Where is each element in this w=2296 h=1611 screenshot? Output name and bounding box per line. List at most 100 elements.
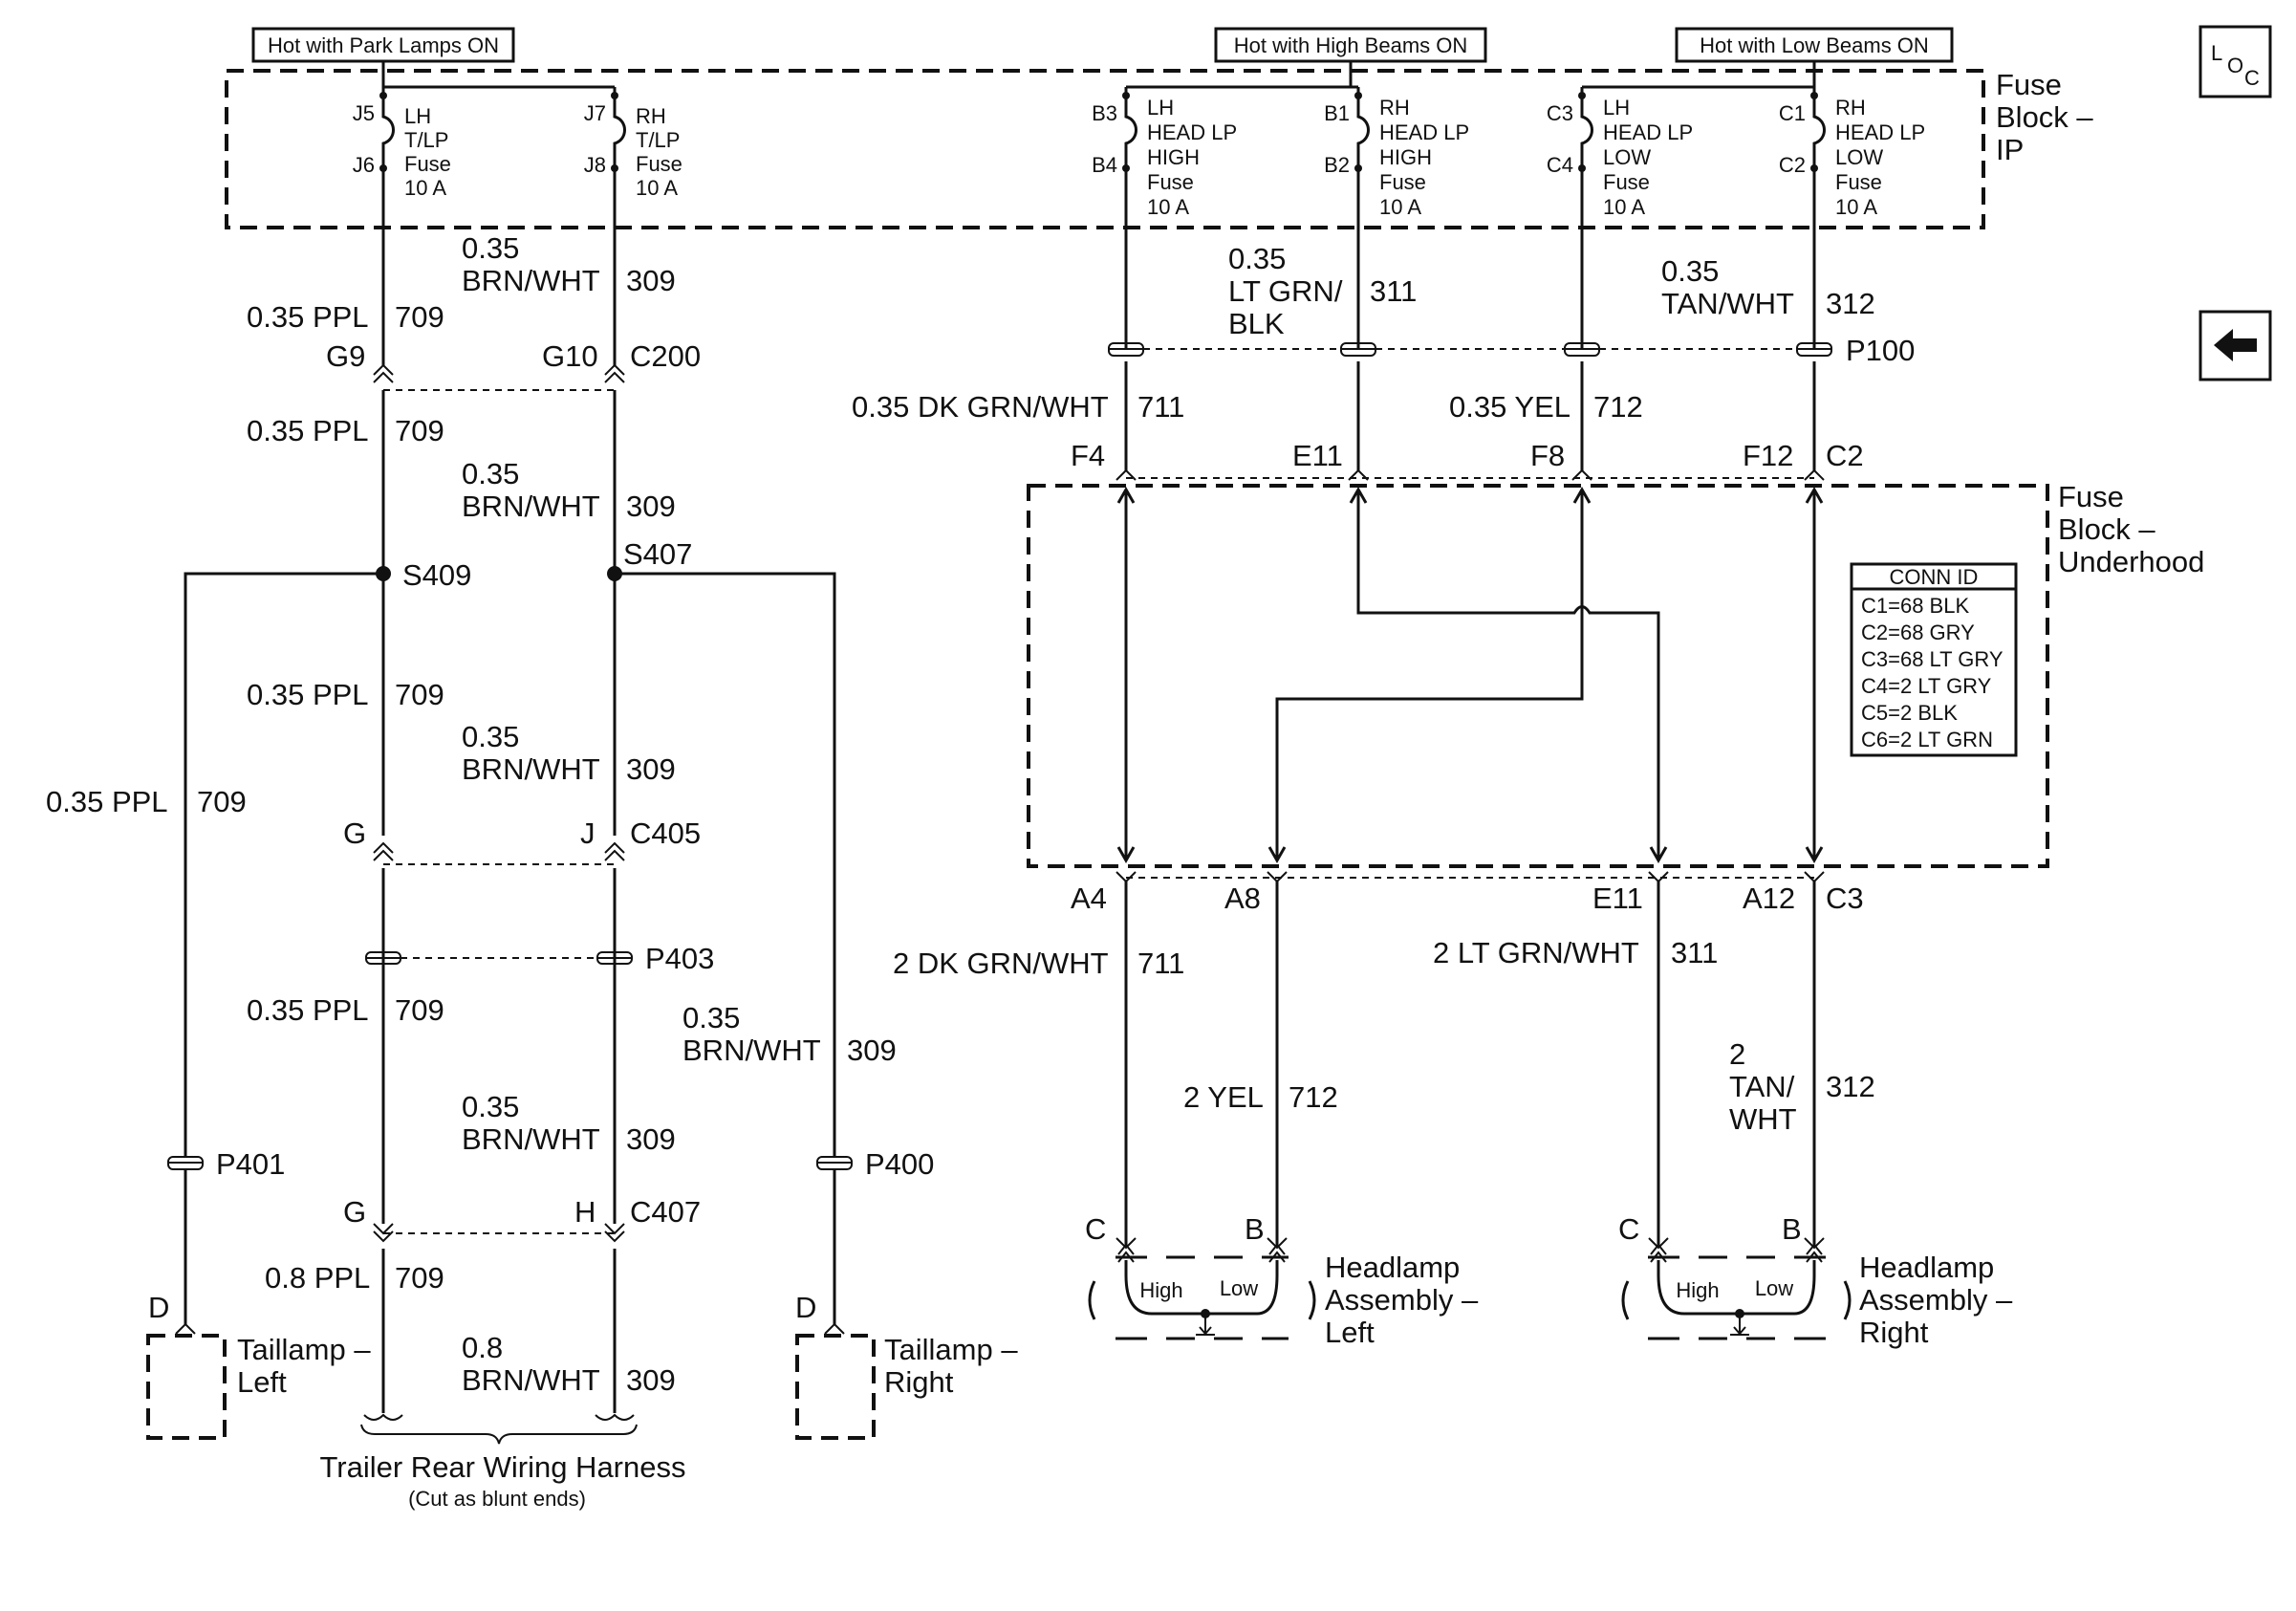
svg-text:309: 309 xyxy=(626,1122,676,1156)
location-button[interactable]: L O C xyxy=(2199,25,2272,98)
svg-text:C: C xyxy=(1085,1212,1106,1246)
fuse-label-line: RH xyxy=(636,104,666,128)
fuse-pin-top: C3 xyxy=(1547,101,1573,125)
back-button[interactable] xyxy=(2199,310,2272,381)
svg-text:Right: Right xyxy=(1859,1316,1929,1349)
svg-text:G10: G10 xyxy=(542,339,598,373)
svg-text:Right: Right xyxy=(884,1365,954,1399)
svg-text:IP: IP xyxy=(1996,133,2024,166)
svg-text:0.35 PPL: 0.35 PPL xyxy=(247,300,369,334)
fuse-label-line: LH xyxy=(1603,96,1630,120)
fuse-label-line: Fuse xyxy=(404,152,451,176)
svg-text:0.35 PPL: 0.35 PPL xyxy=(247,993,369,1027)
right-wire-labels: 0.35 LT GRN/ BLK 311 0.35 TAN/WHT 312 P1… xyxy=(852,242,1915,1136)
svg-text:Hot with Park Lamps ON: Hot with Park Lamps ON xyxy=(268,33,499,57)
svg-text:0.35: 0.35 xyxy=(1228,242,1286,275)
fuse-block-underhood-label: Fuse Block – Underhood xyxy=(2058,480,2204,578)
svg-text:309: 309 xyxy=(626,264,676,297)
svg-text:C3: C3 xyxy=(1826,882,1864,915)
svg-text:BRN/WHT: BRN/WHT xyxy=(462,264,600,297)
svg-text:LT GRN/: LT GRN/ xyxy=(1228,274,1343,308)
svg-text:Taillamp –: Taillamp – xyxy=(884,1333,1018,1366)
loc-letter-o: O xyxy=(2227,54,2243,77)
svg-text:709: 709 xyxy=(395,414,444,447)
svg-text:D: D xyxy=(148,1291,169,1324)
fuse-pin-bottom: C2 xyxy=(1779,153,1806,177)
fuse-element xyxy=(1356,96,1370,168)
svg-text:712: 712 xyxy=(1289,1080,1338,1114)
svg-text:High: High xyxy=(1139,1278,1182,1302)
passthrough-p403 xyxy=(365,951,633,965)
fuse-label-line: 10 A xyxy=(636,176,678,200)
svg-text:C200: C200 xyxy=(630,339,701,373)
svg-text:709: 709 xyxy=(395,678,444,711)
svg-text:Low: Low xyxy=(1755,1276,1793,1300)
headlamp-assembly-right: High Low C B Headlamp Assembly – Right xyxy=(1618,1212,2013,1349)
svg-text:TAN/: TAN/ xyxy=(1729,1070,1795,1103)
fuse-pin-bottom: B2 xyxy=(1324,153,1350,177)
fuse-block-ip-label: Fuse Block – IP xyxy=(1996,68,2093,166)
connector-c2 xyxy=(1116,468,1825,481)
svg-text:Block –: Block – xyxy=(2058,512,2155,546)
fuse-label-line: LOW xyxy=(1603,145,1651,169)
fuse-pin-top: J5 xyxy=(353,101,375,125)
conn-id-row: C6=2 LT GRN xyxy=(1861,728,1993,751)
svg-text:312: 312 xyxy=(1826,287,1875,320)
svg-text:P401: P401 xyxy=(216,1147,285,1181)
svg-text:709: 709 xyxy=(395,993,444,1027)
svg-text:0.35: 0.35 xyxy=(682,1001,740,1034)
svg-text:F4: F4 xyxy=(1071,439,1105,472)
fuse-label-line: Fuse xyxy=(636,152,682,176)
svg-text:0.35 PPL: 0.35 PPL xyxy=(247,678,369,711)
trailer-harness: Trailer Rear Wiring Harness (Cut as blun… xyxy=(320,1413,686,1511)
svg-text:E11: E11 xyxy=(1592,882,1643,915)
svg-text:BRN/WHT: BRN/WHT xyxy=(462,1122,600,1156)
fuse-label-line: HIGH xyxy=(1379,145,1432,169)
svg-text:A12: A12 xyxy=(1743,882,1795,915)
svg-text:Headlamp: Headlamp xyxy=(1859,1251,1994,1284)
hot-low-box: Hot with Low Beams ON xyxy=(1675,27,1954,87)
connector-c200 xyxy=(373,363,625,391)
svg-text:2 YEL: 2 YEL xyxy=(1183,1080,1264,1114)
conn-id-row: C3=68 LT GRY xyxy=(1861,647,2004,671)
svg-text:BLK: BLK xyxy=(1228,307,1285,340)
svg-text:High: High xyxy=(1676,1278,1719,1302)
fuse-pin-bottom: C4 xyxy=(1547,153,1573,177)
fuse-pin-top: B1 xyxy=(1324,101,1350,125)
connector-c405 xyxy=(373,841,625,865)
connector-c3 xyxy=(1116,871,1825,883)
fuse-label-line: 10 A xyxy=(1147,195,1189,219)
svg-text:0.8: 0.8 xyxy=(462,1331,503,1364)
fuse-element xyxy=(1580,96,1593,168)
loc-letter-l: L xyxy=(2211,41,2222,65)
svg-text:Fuse: Fuse xyxy=(2058,480,2124,513)
svg-text:Left: Left xyxy=(1325,1316,1375,1349)
headlamp-assembly-left: High Low C B Headlamp Assembly – Left xyxy=(1085,1212,1479,1349)
fuse-element xyxy=(1812,96,1826,168)
taillamp-right: D Taillamp – Right xyxy=(795,1291,1018,1440)
svg-text:2: 2 xyxy=(1729,1037,1745,1071)
svg-text:E11: E11 xyxy=(1292,439,1343,472)
svg-text:BRN/WHT: BRN/WHT xyxy=(682,1034,821,1067)
conn-id-row: C4=2 LT GRY xyxy=(1861,674,1992,698)
fuse-label-line: RH xyxy=(1835,96,1866,120)
svg-text:709: 709 xyxy=(197,785,247,818)
fuse-label-line: 10 A xyxy=(1379,195,1421,219)
svg-text:311: 311 xyxy=(1370,274,1417,308)
svg-text:J: J xyxy=(580,816,596,850)
svg-text:B: B xyxy=(1245,1212,1265,1246)
fuse-label-line: LH xyxy=(404,104,431,128)
svg-text:0.35 DK GRN/WHT: 0.35 DK GRN/WHT xyxy=(852,390,1109,424)
fuse-label-line: T/LP xyxy=(636,128,680,152)
fuse-label-line: Fuse xyxy=(1379,170,1426,194)
svg-text:0.35: 0.35 xyxy=(462,231,519,265)
fuse-pin-bottom: J6 xyxy=(353,153,375,177)
svg-text:0.8 PPL: 0.8 PPL xyxy=(265,1261,370,1295)
svg-text:B: B xyxy=(1782,1212,1802,1246)
svg-text:711: 711 xyxy=(1137,947,1184,980)
fuse-pin-top: J7 xyxy=(584,101,606,125)
